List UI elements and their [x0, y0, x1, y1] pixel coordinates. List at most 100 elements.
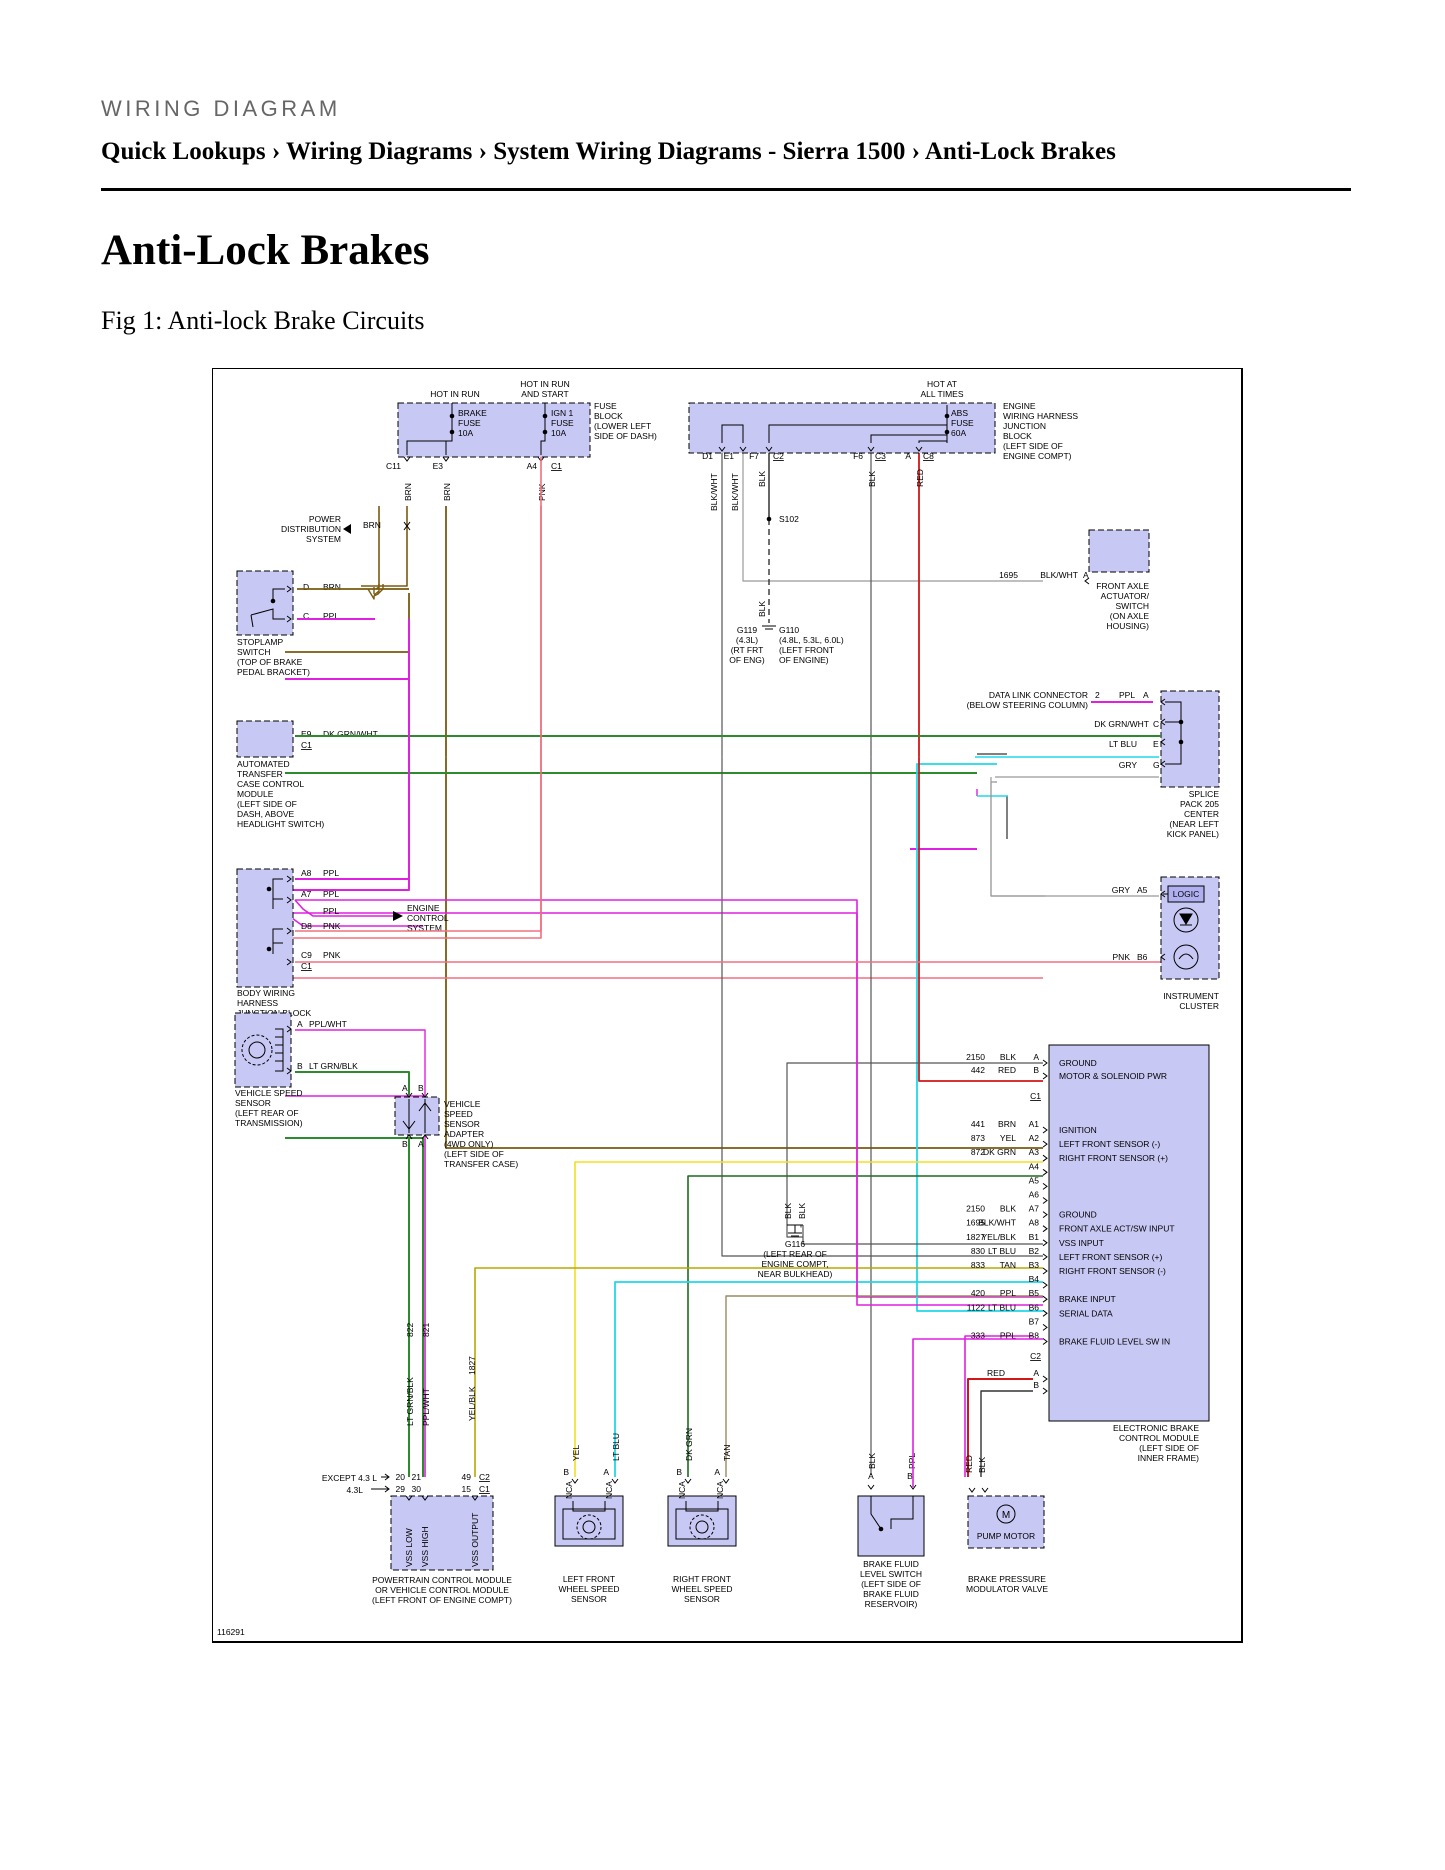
ign1-fuse-label: IGN 1	[551, 408, 573, 418]
ebcm-circuit-A3: 872	[971, 1147, 985, 1157]
wire-blk-a7	[802, 1225, 1043, 1245]
wire-red-442	[918, 448, 1043, 1082]
ewhjb-bus-3	[870, 434, 947, 443]
connector-chevron	[403, 525, 411, 531]
ewhjb-label: WIRING HARNESS	[1003, 411, 1078, 421]
vss-adapter-arrows	[402, 1099, 432, 1133]
wire-label-ppl-dlc: PPL	[1119, 690, 1135, 700]
stoplamp-label: PEDAL BRACKET)	[237, 667, 310, 677]
connector-chevron	[915, 446, 923, 452]
wire-blk-g116-join	[786, 1225, 803, 1238]
wire-yel-873	[574, 1161, 1043, 1477]
vss-adapter-label: (LEFT SIDE OF	[444, 1149, 504, 1159]
wire-ppl-engine-feed	[294, 899, 393, 917]
wire-label-ltblu-r: LT BLU	[1109, 739, 1137, 749]
connector-chevron	[1042, 1281, 1048, 1289]
pcm-pin-r2-1: 30	[412, 1484, 422, 1494]
connector-chevron	[1042, 1239, 1048, 1247]
ebcm-label: CONTROL MODULE	[1119, 1433, 1199, 1443]
cluster-label: CLUSTER	[1179, 1001, 1219, 1011]
left-front-wss-tone-ring	[576, 1514, 602, 1540]
splice-pack-label: SPLICE	[1189, 789, 1220, 799]
ebcm-pin-a: A	[1033, 1368, 1039, 1378]
pin-f7: F7	[749, 451, 759, 461]
ebcm-wire-A7: BLK	[1000, 1204, 1016, 1214]
right-front-wss-label: RIGHT FRONT	[673, 1574, 731, 1584]
wire-brn-fuse	[375, 506, 380, 590]
g119-label: G119	[737, 625, 757, 635]
splice-pack-box	[1160, 690, 1220, 788]
vss-adapter-pin-b-bot: B	[402, 1139, 408, 1149]
wire-label-tan-v: TAN	[722, 1445, 732, 1461]
front-axle-label: FRONT AXLE	[1096, 581, 1149, 591]
ewhjb-bus-4	[918, 432, 948, 443]
figure-caption: Fig 1: Anti-lock Brake Circuits	[101, 306, 425, 335]
connector-chevron	[968, 1487, 976, 1493]
connector-chevron	[405, 1134, 413, 1140]
connector-chevron	[718, 446, 726, 452]
ewhjb-bus-1	[721, 424, 744, 443]
brake-fuse-label: 10A	[458, 428, 473, 438]
vss-rotor	[241, 1034, 273, 1066]
atcm-label: CASE CONTROL	[237, 779, 304, 789]
wire-brn-join	[367, 588, 375, 600]
bfls-dot	[878, 1526, 884, 1532]
splice-pack-label: PACK 205	[1180, 799, 1219, 809]
splice-pack-label: KICK PANEL)	[1167, 829, 1219, 839]
g110-label: OF ENGINE)	[779, 655, 829, 665]
ebcm-wire-A1: BRN	[998, 1119, 1016, 1129]
connector-chevron	[471, 1495, 479, 1501]
stoplamp-label: (TOP OF BRAKE	[237, 657, 303, 667]
connector-chevron	[867, 1484, 875, 1490]
pin-a: A	[905, 451, 911, 461]
bfls-label: RESERVOIR)	[865, 1599, 918, 1609]
ebcm-func-B1: VSS INPUT	[1059, 1238, 1104, 1248]
ebcm-pin-B8: B8	[1029, 1331, 1040, 1341]
bwhjb-box	[236, 868, 294, 988]
wire-label-blk1: BLK	[757, 471, 767, 487]
wire-label-ppl-bfls: PPL	[907, 1453, 917, 1469]
ebcm-circuit-B5: 420	[971, 1288, 985, 1298]
dlc-pin-2: 2	[1095, 690, 1100, 700]
pcm-box	[390, 1495, 494, 1571]
cluster-pin-a5: A5	[1137, 885, 1148, 895]
g119-label: OF ENG)	[729, 655, 765, 665]
ebcm-circuit-A8: 1695	[966, 1218, 985, 1228]
wire-red-pump	[967, 1378, 1033, 1477]
connector-chevron	[1160, 760, 1166, 768]
vss-adapter-pin-a-top: A	[402, 1083, 408, 1093]
wire-ltblu-830	[614, 1281, 1043, 1477]
hot-in-run-label: HOT IN RUN	[430, 389, 479, 399]
hot-run-start-label: AND START	[521, 389, 568, 399]
atcm-label: TRANSFER	[237, 769, 283, 779]
ebcm-wire-A2: YEL	[1000, 1133, 1016, 1143]
conn-c1: C1	[551, 461, 562, 471]
bwhjb-label: BODY WIRING	[237, 988, 295, 998]
ebcm-circuit-B2: 830	[971, 1246, 985, 1256]
g119-label: (4.3L)	[736, 635, 758, 645]
fuse-block-label: (LOWER LEFT	[594, 421, 651, 431]
ebcm-wire-B2: LT BLU	[988, 1246, 1016, 1256]
breadcrumb[interactable]: Quick Lookups › Wiring Diagrams › System…	[101, 138, 1116, 165]
wire-label-ppl-engine: PPL	[323, 906, 339, 916]
ewhjb-label: ENGINE	[1003, 401, 1036, 411]
right-front-wss-tone-ring	[689, 1514, 715, 1540]
bwhjb-bus	[272, 878, 283, 954]
wire-label-ltgrnblk: LT GRN/BLK	[309, 1061, 358, 1071]
vss-adapter-pin-b-top: B	[418, 1083, 424, 1093]
atcm-box	[236, 720, 294, 758]
bwhjb-conn-c1: C1	[301, 961, 312, 971]
ebcm-wire-B5: PPL	[1000, 1288, 1016, 1298]
pcm-arrows	[371, 1473, 390, 1493]
abs-fuse-label: ABS	[951, 408, 968, 418]
splice-pin-g: G	[1153, 760, 1160, 770]
wire-label-yelblk-v: YEL/BLK	[467, 1386, 477, 1421]
ebcm-func-B5: BRAKE INPUT	[1059, 1294, 1116, 1304]
ebcm-pin-A5: A5	[1029, 1175, 1040, 1185]
ebcm-func-A3: RIGHT FRONT SENSOR (+)	[1059, 1153, 1168, 1163]
ebcm-pin-A1: A1	[1029, 1119, 1040, 1129]
connector-chevron	[286, 1025, 292, 1033]
pump-label: MODULATOR VALVE	[966, 1584, 1048, 1594]
section-kicker: WIRING DIAGRAM	[101, 96, 341, 121]
engine-control-label: CONTROL	[407, 913, 449, 923]
